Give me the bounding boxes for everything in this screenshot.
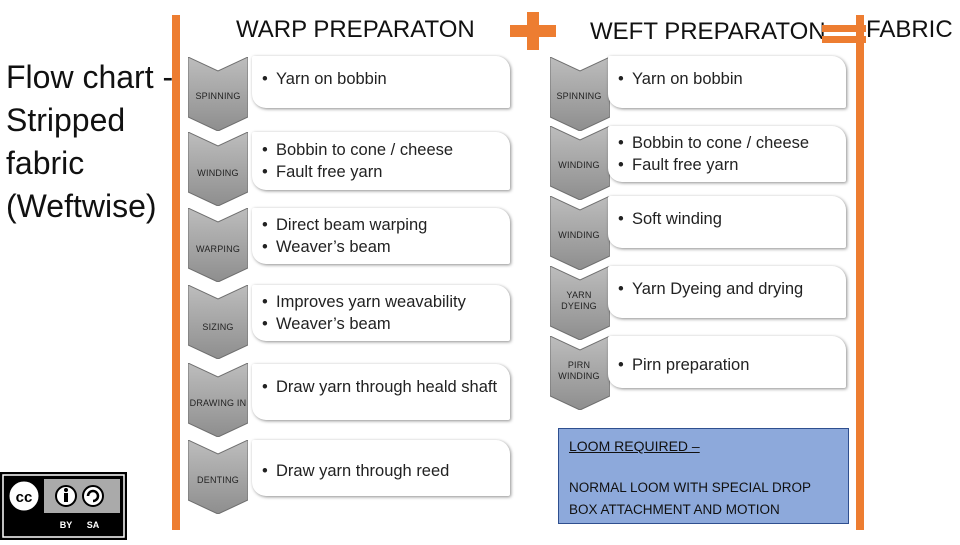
warp-bullet-list: Draw yarn through reed xyxy=(258,460,449,482)
warp-bullet-item: Improves yarn weavability xyxy=(258,291,466,313)
weft-chevron xyxy=(550,126,610,200)
warp-chevron xyxy=(188,57,248,131)
warp-step-label: WARPING xyxy=(195,244,241,254)
warp-bullet-item: Direct beam warping xyxy=(258,214,427,236)
equals-icon xyxy=(822,25,866,43)
warp-step-label: SPINNING xyxy=(195,91,241,101)
weft-chevron xyxy=(550,336,610,410)
cc-by-sa-icon: cc BY SA xyxy=(2,474,125,538)
warp-step-box: Improves yarn weavabilityWeaver’s beam xyxy=(252,285,510,341)
fabric-heading: FABRIC xyxy=(866,16,953,43)
cc-license-badge: cc BY SA xyxy=(0,472,127,540)
warp-step-box: Direct beam warpingWeaver’s beam xyxy=(252,208,510,264)
warp-chevron xyxy=(188,132,248,206)
warp-bullet-list: Improves yarn weavabilityWeaver’s beam xyxy=(258,291,466,335)
loom-required-box: LOOM REQUIRED – NORMAL LOOM WITH SPECIAL… xyxy=(558,428,849,524)
weft-step-box: Bobbin to cone / cheeseFault free yarn xyxy=(608,126,846,182)
weft-bullet-list: Bobbin to cone / cheeseFault free yarn xyxy=(614,132,809,176)
weft-step-label: SPINNING xyxy=(556,91,602,101)
warp-bullet-item: Bobbin to cone / cheese xyxy=(258,139,453,161)
weft-bullet-list: Yarn on bobbin xyxy=(614,68,743,90)
warp-step-box: Draw yarn through heald shaft xyxy=(252,364,510,420)
warp-step-box: Yarn on bobbin xyxy=(252,56,510,108)
plus-icon xyxy=(510,12,556,50)
sa-text: SA xyxy=(87,520,100,530)
weft-bullet-item: Bobbin to cone / cheese xyxy=(614,132,809,154)
weft-step-label: WINDING xyxy=(558,160,600,170)
warp-chevron xyxy=(188,285,248,359)
warp-bullet-list: Bobbin to cone / cheeseFault free yarn xyxy=(258,139,453,183)
weft-step-label: PIRN WINDING xyxy=(558,360,600,381)
right-divider xyxy=(856,15,864,530)
weft-bullet-item: Pirn preparation xyxy=(614,354,749,376)
warp-bullet-item: Draw yarn through heald shaft xyxy=(258,376,497,398)
weft-step-box: Yarn on bobbin xyxy=(608,56,846,108)
cc-text: cc xyxy=(16,489,33,506)
warp-step-box: Draw yarn through reed xyxy=(252,440,510,496)
slide-title: Flow chart - Stripped fabric (Weftwise) xyxy=(6,59,174,224)
warp-bullet-list: Draw yarn through heald shaft xyxy=(258,376,497,398)
weft-step-label: WINDING xyxy=(558,230,600,240)
warp-step-label: DENTING xyxy=(197,475,239,485)
warp-heading: WARP PREPARATON xyxy=(236,16,475,43)
weft-chevron xyxy=(550,266,610,340)
loom-required-title: LOOM REQUIRED – xyxy=(569,438,700,454)
weft-chevron xyxy=(550,57,610,131)
warp-bullet-item: Yarn on bobbin xyxy=(258,68,387,90)
weft-chevron xyxy=(550,196,610,270)
weft-step-box: Yarn Dyeing and drying xyxy=(608,266,846,318)
warp-bullet-list: Yarn on bobbin xyxy=(258,68,387,90)
warp-step-label: DRAWING IN xyxy=(189,398,247,408)
weft-step-box: Pirn preparation xyxy=(608,336,846,388)
weft-step-box: Soft winding xyxy=(608,196,846,248)
left-divider xyxy=(172,15,180,530)
warp-chevron xyxy=(188,208,248,282)
weft-bullet-list: Yarn Dyeing and drying xyxy=(614,278,803,300)
weft-bullet-item: Soft winding xyxy=(614,208,722,230)
warp-chevron xyxy=(188,440,248,514)
weft-bullet-item: Yarn Dyeing and drying xyxy=(614,278,803,300)
by-text: BY xyxy=(60,520,73,530)
loom-required-text: NORMAL LOOM WITH SPECIAL DROP BOX ATTACH… xyxy=(569,480,811,517)
weft-step-label: YARN DYEING xyxy=(561,290,597,311)
weft-bullet-item: Yarn on bobbin xyxy=(614,68,743,90)
warp-bullet-item: Weaver’s beam xyxy=(258,313,466,335)
warp-step-box: Bobbin to cone / cheeseFault free yarn xyxy=(252,132,510,190)
weft-bullet-list: Soft winding xyxy=(614,208,722,230)
warp-bullet-item: Fault free yarn xyxy=(258,161,453,183)
weft-bullet-item: Fault free yarn xyxy=(614,154,809,176)
warp-step-label: WINDING xyxy=(197,168,239,178)
weft-heading: WEFT PREPARATON xyxy=(590,18,826,45)
warp-step-label: SIZING xyxy=(202,322,234,332)
warp-chevron xyxy=(188,363,248,437)
warp-bullet-list: Direct beam warpingWeaver’s beam xyxy=(258,214,427,258)
warp-bullet-item: Weaver’s beam xyxy=(258,236,427,258)
warp-bullet-item: Draw yarn through reed xyxy=(258,460,449,482)
weft-bullet-list: Pirn preparation xyxy=(614,354,749,376)
